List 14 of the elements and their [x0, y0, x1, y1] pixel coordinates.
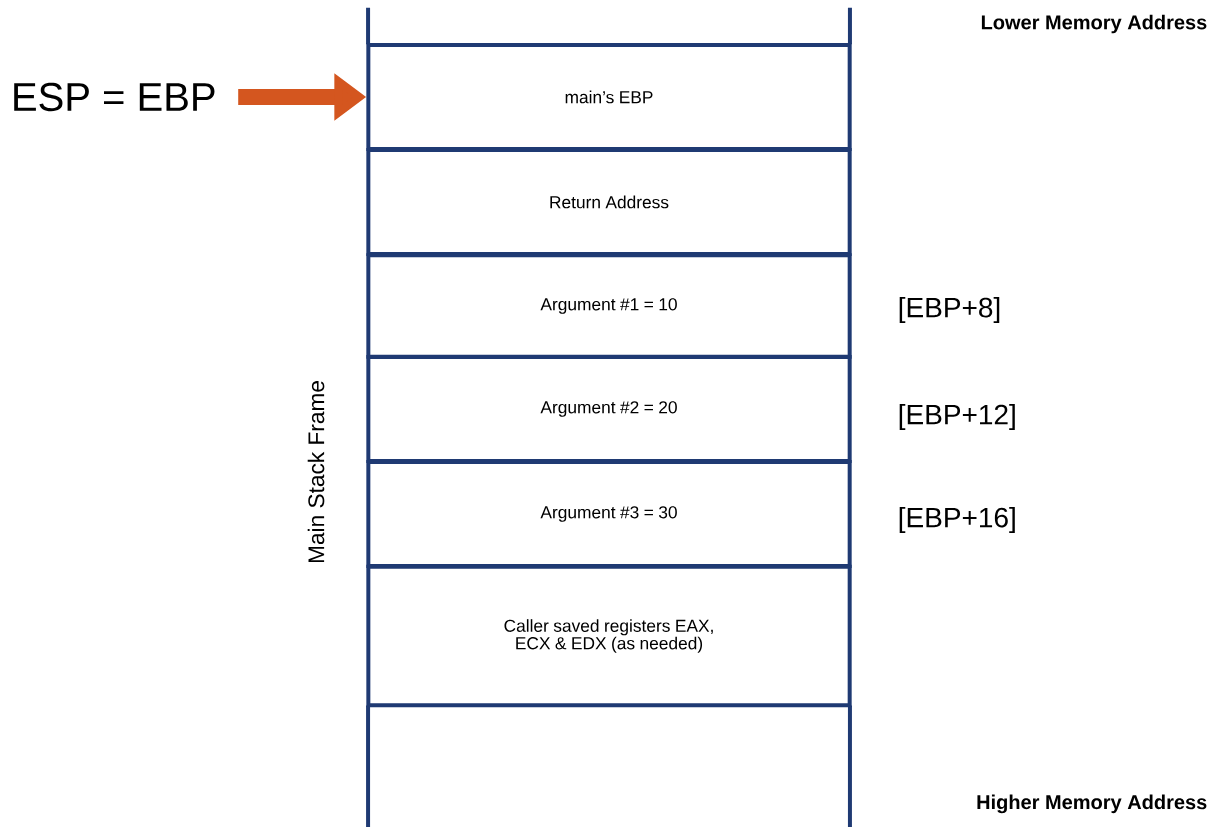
stack-cell: Caller saved registers EAX, ECX & EDX (as needed): [366, 564, 852, 708]
stack-cell: Argument #3 = 30: [366, 460, 852, 568]
register-label: ESP = EBP: [14, 82, 215, 112]
address-note: Higher Memory Address: [977, 794, 1207, 814]
address-note: Lower Memory Address: [981, 14, 1207, 34]
stack-cell: [366, 703, 852, 827]
stack-cell: main’s EBP: [366, 43, 852, 151]
offset-label: [EBP+12]: [899, 403, 1015, 431]
offset-label: [EBP+8]: [899, 296, 1000, 324]
offset-label: [EBP+16]: [899, 506, 1015, 534]
stack-cell: Argument #1 = 10: [366, 253, 852, 359]
frame-label: Main Stack Frame: [307, 381, 325, 563]
stack-cell: Return Address: [366, 148, 852, 256]
stack-cell: Argument #2 = 20: [366, 355, 852, 463]
